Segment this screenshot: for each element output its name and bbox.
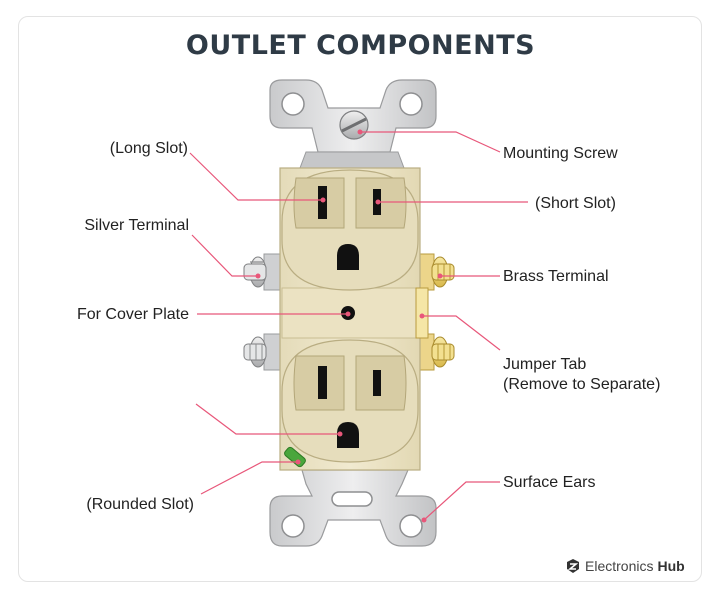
label-silver-terminal: Silver Terminal	[84, 217, 189, 234]
bottom-mounting-strap	[269, 469, 437, 547]
brass-terminal-screw-lower	[431, 336, 455, 368]
label-jumper-tab: Jumper Tab	[503, 356, 586, 373]
label-rounded-slot: (Rounded Slot)	[86, 496, 194, 513]
diagram-title: OUTLET COMPONENTS	[185, 30, 536, 61]
electronics-hub-logo-icon	[567, 559, 579, 573]
label-short-slot: (Short Slot)	[535, 195, 616, 212]
brand-name: Electronics	[585, 558, 654, 574]
label-cover-plate: For Cover Plate	[77, 306, 189, 323]
label-mounting-screw: Mounting Screw	[503, 145, 618, 162]
silver-terminal-screw-lower	[243, 336, 267, 368]
brand-name-bold: Hub	[657, 558, 685, 574]
label-brass-terminal: Brass Terminal	[503, 268, 609, 285]
label-long-slot: (Long Slot)	[110, 140, 188, 157]
label-jumper-tab-note: (Remove to Separate)	[503, 376, 660, 393]
upper-receptacle	[281, 169, 419, 291]
lower-receptacle	[281, 339, 419, 463]
silver-terminal-screw-upper	[243, 256, 267, 288]
jumper-tab	[415, 287, 429, 339]
label-surface-ears: Surface Ears	[503, 474, 595, 491]
brand-watermark: Electronics Hub	[566, 556, 685, 576]
mounting-screw	[339, 110, 369, 140]
top-mounting-strap	[269, 79, 437, 169]
brass-terminal-screw-upper	[431, 256, 455, 288]
leader-lines	[189, 131, 528, 521]
